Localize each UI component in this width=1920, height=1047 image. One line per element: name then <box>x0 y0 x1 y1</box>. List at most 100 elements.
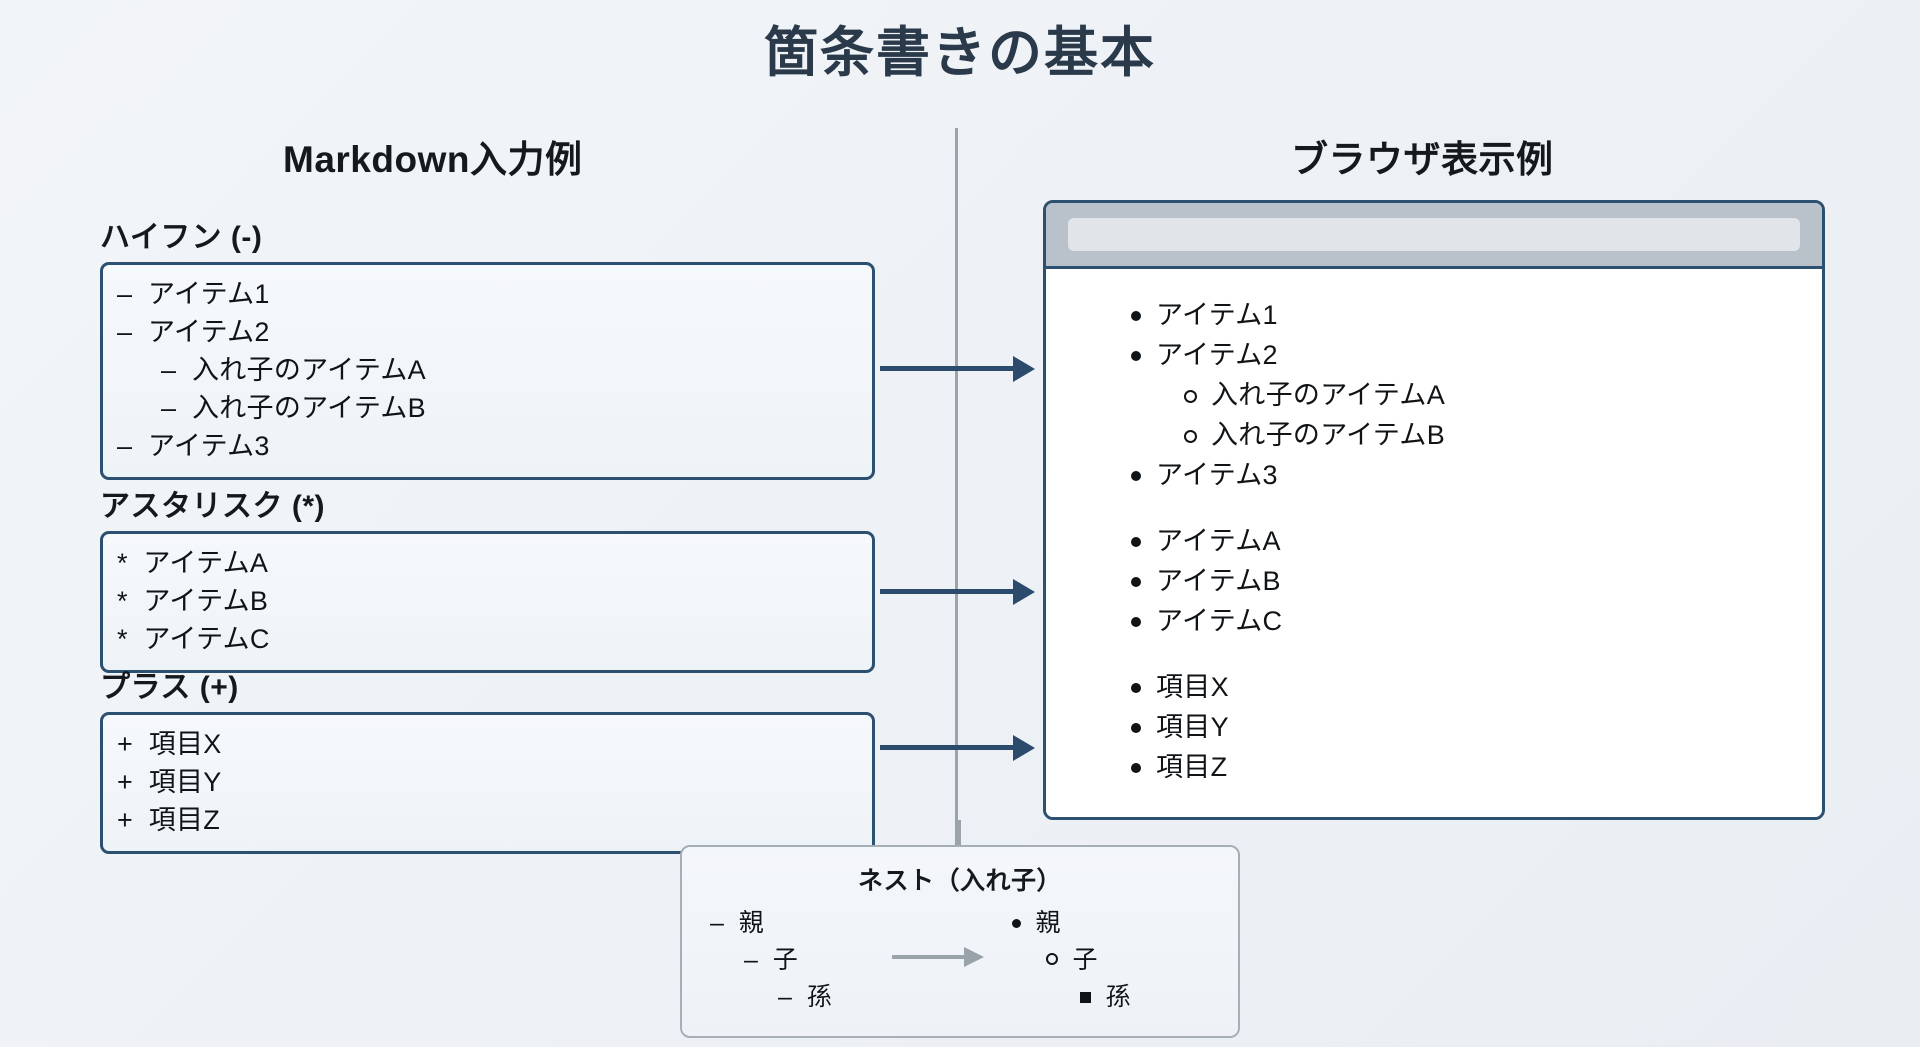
arrow-head <box>964 947 984 967</box>
arrow-shaft <box>892 955 964 959</box>
code-line: – 入れ子のアイテムA <box>117 351 858 389</box>
markdown-code-box[interactable]: * アイテムA * アイテムB * アイテムC <box>100 531 875 673</box>
browser-title-bar <box>1046 203 1822 269</box>
bullet-disc-icon <box>1131 537 1141 547</box>
code-line-text: 項目Z <box>148 805 221 835</box>
arrow-shaft <box>880 366 1013 371</box>
bullet-disc-icon <box>1131 723 1141 733</box>
list-marker: * <box>117 548 128 578</box>
list-item: 項目X <box>1046 667 1822 707</box>
list-item-label: 項目X <box>1156 672 1229 702</box>
nest-markdown-column: – 親 – 子 – 孫 <box>710 905 832 1016</box>
markdown-code-box[interactable]: + 項目X + 項目Y + 項目Z <box>100 712 875 854</box>
page-title: 箇条書きの基本 <box>764 23 1156 83</box>
markdown-section-hyphen: ハイフン (-) – アイテム1 – アイテム2 – 入れ子のアイテムA – 入… <box>100 212 875 480</box>
nest-browser-row: 親 <box>1012 905 1131 942</box>
list-item-label: アイテムB <box>1156 566 1281 596</box>
list-item: アイテムC <box>1046 601 1822 641</box>
list-item: アイテムB <box>1046 561 1822 601</box>
markdown-section-plus: プラス (+) + 項目X + 項目Y + 項目Z <box>100 662 875 854</box>
code-line-text: 入れ子のアイテムA <box>191 355 426 385</box>
arrow-head <box>1013 735 1035 761</box>
code-line-text: アイテムB <box>143 586 269 616</box>
markdown-section-asterisk: アスタリスク (*) * アイテムA * アイテムB * アイテムC <box>100 481 875 673</box>
code-line: + 項目Z <box>117 801 858 839</box>
code-line-text: 入れ子のアイテムB <box>191 393 426 423</box>
nest-markdown-row: – 子 <box>710 942 832 979</box>
address-bar-input[interactable] <box>1068 218 1800 251</box>
markdown-section-label: プラス (+) <box>100 671 239 704</box>
browser-list-group: アイテムA アイテムB アイテムC <box>1046 521 1822 641</box>
list-item-label: アイテム2 <box>1156 340 1278 370</box>
code-line-text: アイテム3 <box>147 431 270 461</box>
code-line: + 項目Y <box>117 763 858 801</box>
nest-box-columns: – 親 – 子 – 孫 親 子 孫 <box>682 897 1238 1027</box>
bullet-disc-icon <box>1131 617 1141 627</box>
list-item: アイテム1 <box>1046 295 1822 335</box>
arrow-head <box>1013 579 1035 605</box>
browser-preview-window: アイテム1 アイテム2 入れ子のアイテムA 入れ子のアイテムB アイテム3 アイ… <box>1043 200 1825 820</box>
code-line: – 入れ子のアイテムB <box>117 389 858 427</box>
list-item-label: アイテム3 <box>1156 460 1278 490</box>
bullet-disc-icon <box>1131 471 1141 481</box>
code-line: * アイテムB <box>117 582 858 620</box>
code-line-text: アイテム1 <box>147 279 270 309</box>
list-marker: – <box>710 909 725 937</box>
nest-row-label: 親 <box>1035 909 1061 937</box>
bullet-circle-icon <box>1184 390 1197 403</box>
bullet-square-icon <box>1080 992 1091 1003</box>
list-marker: – <box>117 431 133 461</box>
list-item-label: アイテム1 <box>1156 300 1278 330</box>
code-line-text: アイテムC <box>143 624 270 654</box>
nest-browser-row: 子 <box>1012 942 1131 979</box>
code-line-text: アイテム2 <box>147 317 270 347</box>
list-item: 入れ子のアイテムA <box>1046 375 1822 415</box>
code-line-text: 項目Y <box>148 767 222 797</box>
nest-markdown-row: – 親 <box>710 905 832 942</box>
markdown-section-label: ハイフン (-) <box>100 221 263 254</box>
code-line: – アイテム2 <box>117 313 858 351</box>
list-marker: + <box>117 767 134 797</box>
nest-connector-line <box>958 820 961 847</box>
list-item: アイテム2 <box>1046 335 1822 375</box>
code-line: * アイテムA <box>117 544 858 582</box>
markdown-section-label: アスタリスク (*) <box>100 490 325 523</box>
nest-row-label: 子 <box>1072 946 1098 974</box>
list-item-label: アイテムA <box>1156 526 1281 556</box>
arrow-head <box>1013 356 1035 382</box>
browser-list-group: アイテム1 アイテム2 入れ子のアイテムA 入れ子のアイテムB アイテム3 <box>1046 295 1822 495</box>
code-line: – アイテム1 <box>117 275 858 313</box>
bullet-circle-icon <box>1184 430 1197 443</box>
bullet-disc-icon <box>1012 919 1021 928</box>
nest-row-label: 孫 <box>1105 983 1131 1011</box>
list-item-label: 入れ子のアイテムB <box>1211 420 1446 450</box>
list-item-label: アイテムC <box>1156 606 1283 636</box>
list-marker: + <box>117 805 134 835</box>
list-marker: + <box>117 729 134 759</box>
nest-box-title: ネスト（入れ子） <box>857 867 1062 895</box>
browser-list-group: 項目X 項目Y 項目Z <box>1046 667 1822 787</box>
list-item-label: 入れ子のアイテムA <box>1211 380 1446 410</box>
nest-browser-column: 親 子 孫 <box>1012 905 1131 1016</box>
nest-markdown-row: – 孫 <box>710 979 832 1016</box>
nest-row-label: 子 <box>772 946 799 974</box>
list-marker: – <box>161 393 177 423</box>
list-item: アイテムA <box>1046 521 1822 561</box>
nest-browser-row: 孫 <box>1012 979 1131 1016</box>
list-item: アイテム3 <box>1046 455 1822 495</box>
list-marker: – <box>117 279 133 309</box>
bullet-disc-icon <box>1131 577 1141 587</box>
nest-row-label: 親 <box>738 909 765 937</box>
bullet-disc-icon <box>1131 351 1141 361</box>
code-line-text: アイテムA <box>143 548 269 578</box>
list-item-label: 項目Y <box>1156 712 1229 742</box>
list-marker: – <box>744 946 759 974</box>
markdown-code-box[interactable]: – アイテム1 – アイテム2 – 入れ子のアイテムA – 入れ子のアイテムB … <box>100 262 875 480</box>
nest-row-label: 孫 <box>806 983 833 1011</box>
column-divider <box>955 128 958 956</box>
bullet-disc-icon <box>1131 311 1141 321</box>
list-item: 項目Y <box>1046 707 1822 747</box>
list-marker: * <box>117 586 128 616</box>
list-item-label: 項目Z <box>1156 752 1228 782</box>
list-marker: – <box>117 317 133 347</box>
